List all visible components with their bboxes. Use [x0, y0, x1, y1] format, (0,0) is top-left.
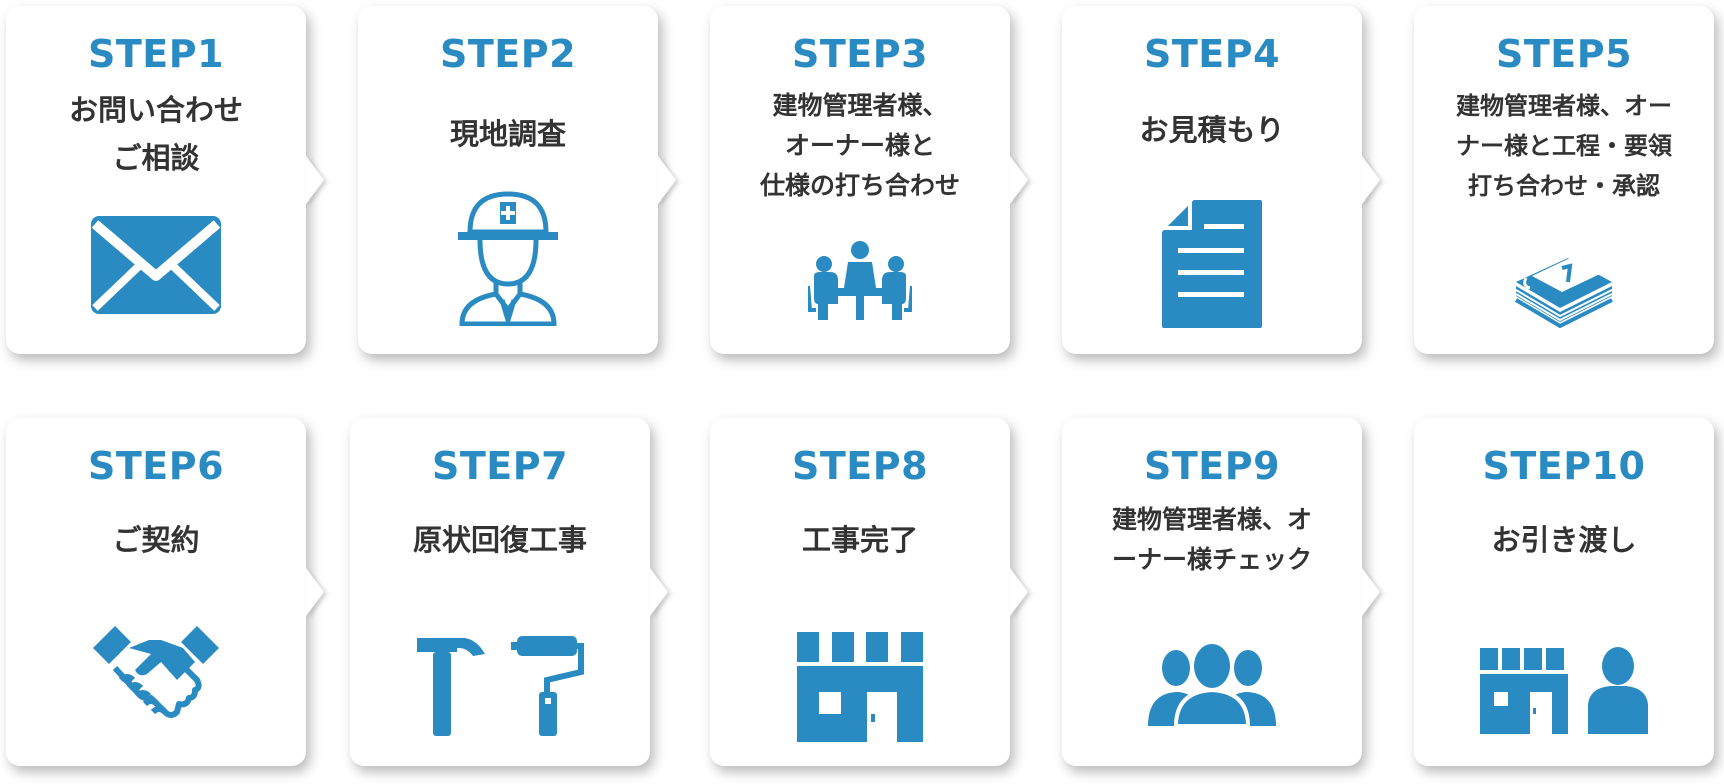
step-title: ご契約 — [112, 523, 200, 557]
step-title: 原状回復工事 — [412, 523, 587, 557]
step-title: 建物管理者様、オー ナー様と工程・要領 打ち合わせ・承認 — [1456, 92, 1672, 200]
hardhat-worker-icon — [456, 188, 560, 326]
step-title: 建物管理者様、オ ーナー様チェック — [1111, 505, 1312, 574]
step-label: STEP5 — [1495, 32, 1633, 76]
step-label: STEP7 — [431, 444, 569, 488]
step-title: 現地調査 — [449, 117, 566, 151]
step-label: STEP10 — [1482, 444, 1646, 488]
handshake-icon — [91, 622, 221, 726]
step-title: お引き渡し — [1491, 523, 1637, 557]
step-label: STEP4 — [1143, 32, 1281, 76]
step-card-9: STEP9 建物管理者様、オ ーナー様チェック — [1062, 418, 1362, 766]
step-card-3: STEP3 建物管理者様、 オーナー様と 仕様の打ち合わせ — [710, 6, 1010, 354]
step-card-10: STEP10 お引き渡し — [1414, 418, 1714, 766]
hammer-roller-icon — [415, 634, 585, 738]
step-card-2: STEP2 現地調査 — [358, 6, 658, 354]
step-label: STEP2 — [439, 32, 577, 76]
step-title: 工事完了 — [801, 523, 918, 557]
step-card-7: STEP7 原状回復工事 — [350, 418, 650, 766]
building-icon — [795, 630, 925, 744]
step-label: STEP3 — [791, 32, 929, 76]
step-label: STEP1 — [87, 32, 225, 76]
calendar-icon — [1512, 242, 1616, 330]
step-title: お見積もり — [1139, 113, 1285, 147]
step-title: お問い合わせ ご相談 — [68, 93, 243, 175]
step-card-5: STEP5 建物管理者様、オー ナー様と工程・要領 打ち合わせ・承認 — [1414, 6, 1714, 354]
envelope-icon — [89, 214, 223, 316]
step-card-1: STEP1 お問い合わせ ご相談 — [6, 6, 306, 354]
document-icon — [1160, 198, 1264, 330]
meeting-icon — [808, 240, 912, 322]
store-person-icon — [1478, 646, 1650, 736]
step-card-6: STEP6 ご契約 — [6, 418, 306, 766]
step-card-8: STEP8 工事完了 — [710, 418, 1010, 766]
group-icon — [1146, 644, 1278, 728]
step-card-4: STEP4 お見積もり — [1062, 6, 1362, 354]
step-title: 建物管理者様、 オーナー様と 仕様の打ち合わせ — [759, 91, 960, 200]
step-label: STEP9 — [1143, 444, 1281, 488]
step-label: STEP8 — [791, 444, 929, 488]
step-label: STEP6 — [87, 444, 225, 488]
